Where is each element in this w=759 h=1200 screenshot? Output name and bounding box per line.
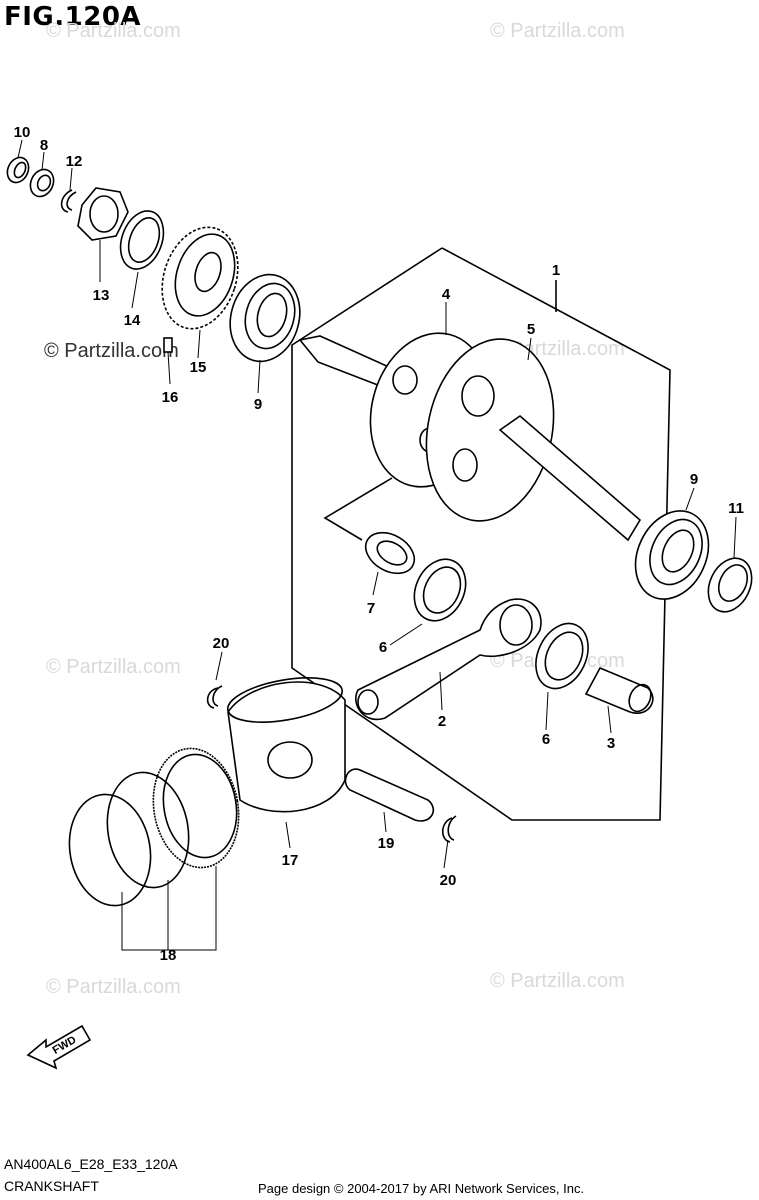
bearing-8 [29,168,55,198]
callout-labels: 1 2 3 4 5 6 6 7 8 9 9 10 11 12 13 14 15 … [14,124,744,964]
callout-9: 9 [254,396,262,413]
piston-ring-set-18 [68,747,240,907]
callout-18: 18 [160,947,177,964]
callout-6: 6 [542,731,550,748]
callout-19: 19 [378,835,395,852]
callout-2: 2 [438,713,446,730]
callout-7: 7 [367,600,375,617]
washer-6-lower [535,622,589,690]
callout-20: 20 [213,635,230,652]
piston-pin-19 [344,768,434,822]
figure-title: FIG.120A [4,2,142,32]
watermark: © Partzilla.com [46,20,181,42]
callout-1: 1 [552,262,560,279]
callout-13: 13 [93,287,110,304]
callout-3: 3 [607,735,615,752]
callout-6: 6 [379,639,387,656]
section-name: CRANKSHAFT [4,1178,99,1194]
nut-13 [77,187,129,241]
bearing-9-right [634,510,710,600]
needle-bearing-7 [364,531,416,575]
circlip-20-upper [206,685,223,709]
circlip-12 [60,189,77,213]
callout-11: 11 [728,500,744,517]
crank-pin-3 [584,666,654,714]
callout-4: 4 [442,286,451,303]
callout-9: 9 [690,471,698,488]
assembly-bracket [291,247,671,821]
watermark: © Partzilla.com [490,970,625,992]
callout-16: 16 [162,389,179,406]
key-16 [163,337,173,353]
washer-14 [119,210,165,270]
leader-lines [17,139,737,951]
oil-seal-11 [707,557,753,613]
oil-seal-10 [6,156,30,184]
watermark: © Partzilla.com [46,656,181,678]
bearing-9-left [229,273,301,363]
page-credit: Page design © 2004-2017 by ARI Network S… [258,1181,585,1196]
watermark: © Partzilla.com [490,20,625,42]
crankshaft-5 [425,338,642,542]
callout-5: 5 [527,321,535,338]
watermark: © Partzilla.com [46,976,181,998]
callout-12: 12 [66,153,83,170]
piston-17 [226,677,346,813]
callout-10: 10 [14,124,31,141]
callout-15: 15 [190,359,207,376]
circlip-20-lower [441,815,457,843]
fwd-arrow-icon: FWD [26,1024,92,1070]
callout-20: 20 [440,872,457,889]
watermark-prominent: © Partzilla.com [44,340,179,362]
gear-15 [161,226,239,330]
connecting-rod-2 [355,598,542,721]
callout-14: 14 [124,312,141,329]
washer-6-upper [413,558,467,622]
callout-8: 8 [40,137,48,154]
callout-17: 17 [282,852,299,869]
model-code: AN400AL6_E28_E33_120A [4,1156,178,1172]
